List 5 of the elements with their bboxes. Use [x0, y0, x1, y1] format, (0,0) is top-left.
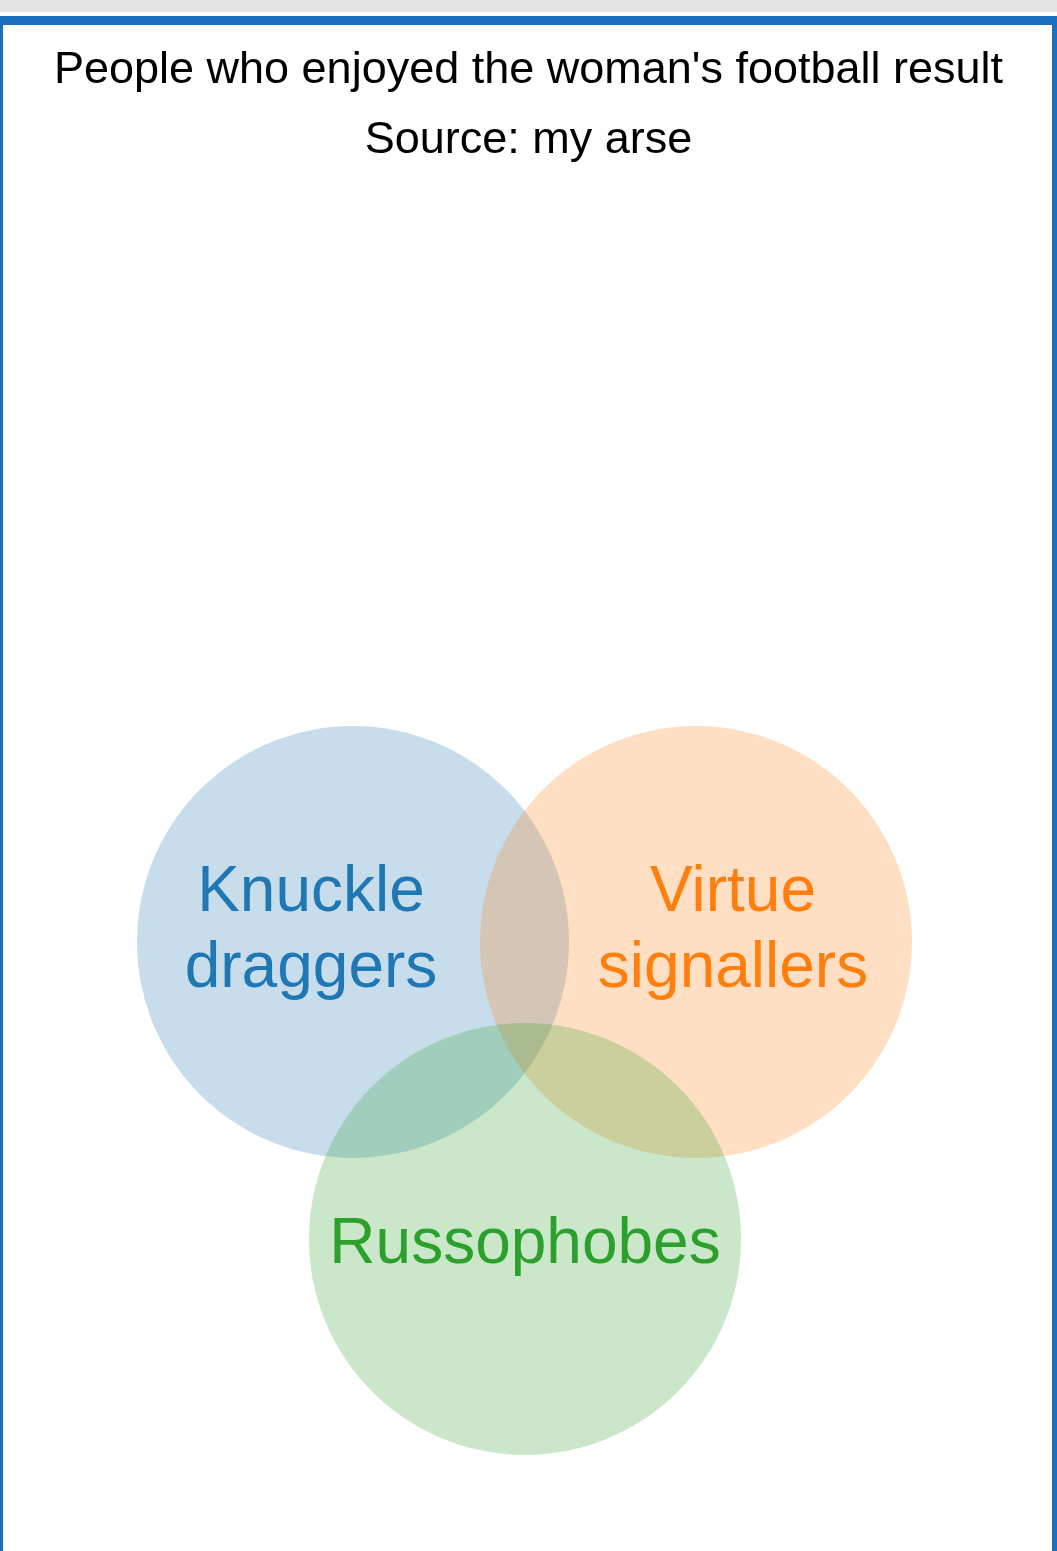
set-label: Knuckle draggers: [183, 852, 439, 1003]
set-label: Russophobes: [328, 1204, 722, 1279]
set-label: Virtue signallers: [596, 852, 870, 1003]
source-note: Source: my arse: [364, 111, 693, 165]
chart-title: People who enjoyed the woman's football result: [53, 41, 1004, 95]
